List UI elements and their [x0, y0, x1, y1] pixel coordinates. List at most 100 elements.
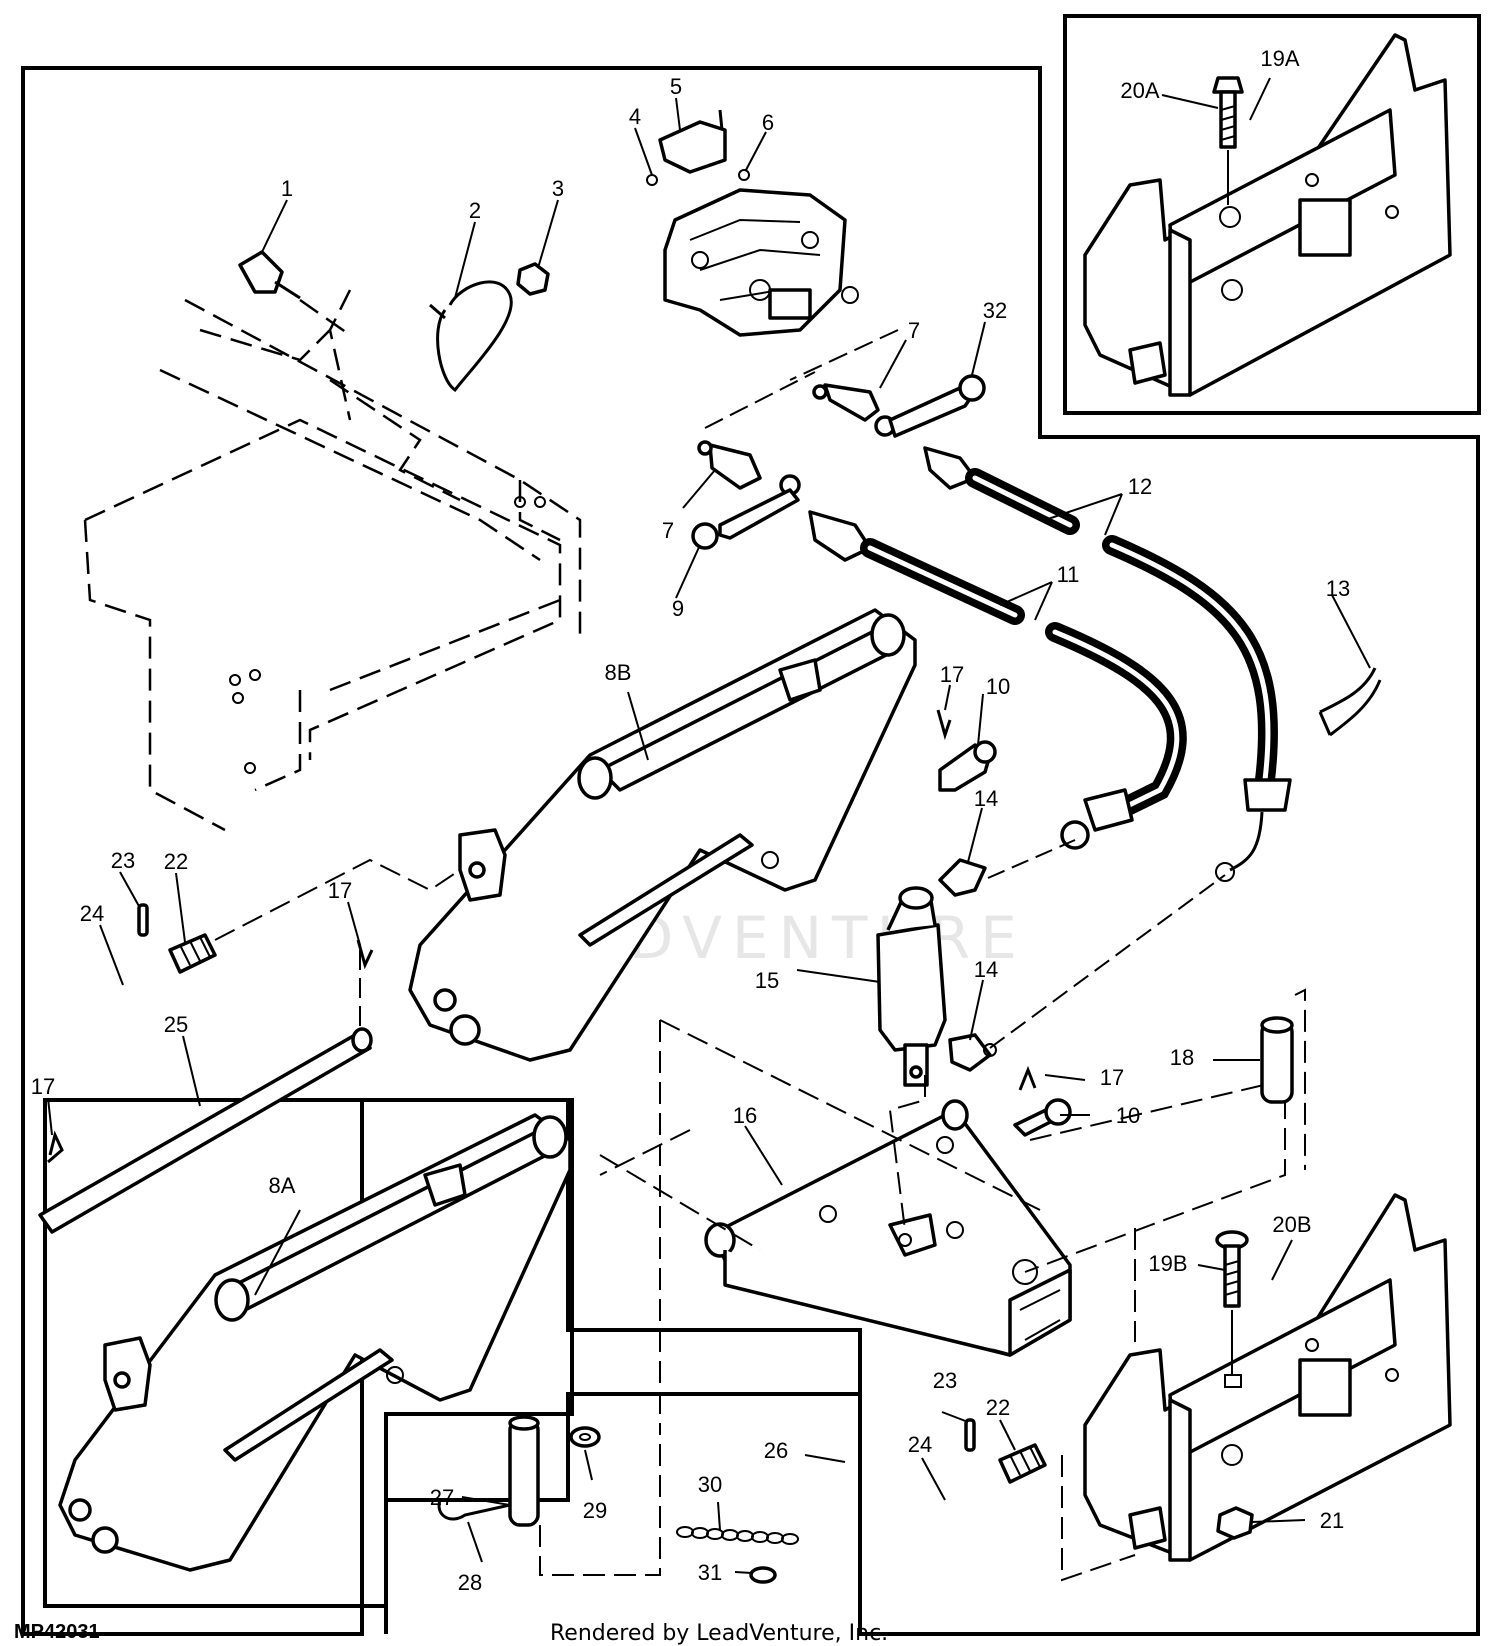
spring-part-22-left — [168, 933, 217, 974]
elbow-part-14-lower — [948, 1033, 997, 1072]
callout-3: 3 — [552, 176, 564, 201]
callout-8b: 8B — [605, 660, 632, 685]
fitting-part-7-lower — [697, 440, 762, 490]
leader-lines — [47, 77, 1371, 1574]
callout-14-lower: 14 — [974, 957, 998, 982]
spring-clip-part-2 — [429, 280, 513, 393]
callout-15: 15 — [755, 968, 779, 993]
callout-8a: 8A — [269, 1173, 296, 1198]
callout-labels: 1 2 3 4 5 6 7 7 8A 8B 9 10 10 11 12 13 1… — [31, 46, 1350, 1595]
clip-part-28 — [437, 1499, 511, 1521]
hose-part-12 — [923, 446, 1292, 882]
leader-valve-dash — [704, 329, 899, 429]
figure-id: MP42031 — [14, 1621, 100, 1643]
control-valve-assembly — [646, 109, 859, 337]
callout-20b: 20B — [1272, 1212, 1311, 1237]
callout-22-left: 22 — [164, 849, 188, 874]
credit-text: Rendered by LeadVenture, Inc. — [550, 1621, 888, 1646]
side-mount-19a — [1083, 33, 1452, 397]
fitting-part-7-upper — [812, 383, 880, 422]
callout-21: 21 — [1320, 1508, 1344, 1533]
dust-cap-part-9 — [691, 474, 801, 550]
callout-17-a: 17 — [940, 662, 964, 687]
callout-26: 26 — [764, 1438, 788, 1463]
pin-part-27 — [508, 1415, 540, 1527]
cylinder-part-15 — [876, 886, 947, 1087]
chain-part-30 — [676, 1526, 799, 1545]
pin-part-10-upper — [938, 740, 997, 792]
inset-26-dash — [539, 1020, 661, 1576]
callout-28: 28 — [458, 1570, 482, 1595]
hose-clamp-part-13 — [1318, 667, 1382, 737]
callout-17-b: 17 — [328, 878, 352, 903]
nut-part-3 — [516, 262, 550, 296]
clip-part-17-b — [356, 939, 374, 970]
bolt-part-19b — [1215, 1230, 1249, 1375]
callout-13: 13 — [1326, 576, 1350, 601]
tractor-frame-outline — [83, 289, 582, 832]
clip-part-17-c — [47, 1130, 64, 1164]
callout-14-upper: 14 — [974, 786, 998, 811]
callout-16: 16 — [733, 1103, 757, 1128]
bolt-part-1 — [238, 250, 351, 337]
dust-cap-part-32 — [874, 374, 986, 438]
callout-12: 12 — [1128, 474, 1152, 499]
callout-18: 18 — [1170, 1045, 1194, 1070]
clip-part-17-a — [936, 709, 952, 741]
callout-29: 29 — [583, 1498, 607, 1523]
handle-part-24-left — [94, 954, 163, 1063]
spring-part-22-right — [998, 1443, 1047, 1484]
callout-32: 32 — [983, 298, 1007, 323]
handle-part-24-right — [924, 1497, 993, 1608]
callout-5: 5 — [670, 74, 682, 99]
hose-part-11 — [808, 510, 1187, 850]
callout-10-lower: 10 — [1116, 1103, 1140, 1128]
front-mount-frame-8a — [58, 1113, 572, 1572]
callout-10-upper: 10 — [986, 674, 1010, 699]
main-frame-border — [21, 66, 1480, 1636]
callout-24-left: 24 — [80, 901, 104, 926]
callout-7-lower: 7 — [662, 518, 674, 543]
elbow-part-14-upper — [938, 858, 987, 897]
ring-part-31 — [749, 1566, 777, 1584]
sleeve-dash — [1294, 988, 1306, 1170]
callout-17-d: 17 — [1100, 1065, 1124, 1090]
callout-22-right: 22 — [986, 1395, 1010, 1420]
callout-4: 4 — [629, 104, 641, 129]
callout-19a: 19A — [1260, 46, 1299, 71]
callout-1: 1 — [281, 176, 293, 201]
left-dash-lines — [214, 858, 461, 941]
washer-part-29 — [569, 1426, 601, 1448]
clip-part-17-d — [1018, 1065, 1037, 1091]
sleeve-part-18 — [1260, 1016, 1294, 1104]
inset-19a-border — [1063, 14, 1481, 415]
callout-6: 6 — [762, 110, 774, 135]
callout-19b: 19B — [1148, 1251, 1187, 1276]
rod-part-25 — [38, 950, 373, 1234]
callout-27: 27 — [430, 1485, 454, 1510]
callout-24-right: 24 — [908, 1432, 932, 1457]
callout-2: 2 — [469, 198, 481, 223]
callout-30: 30 — [698, 1472, 722, 1497]
callout-7-upper: 7 — [908, 318, 920, 343]
pin-part-23-left — [137, 903, 149, 937]
pin-part-23-right — [964, 1418, 976, 1452]
pin-part-10-lower — [1013, 1098, 1072, 1137]
right-dash-lines — [1061, 1228, 1136, 1582]
front-mount-frame-8b — [408, 608, 917, 1062]
bolt-part-20a — [1212, 76, 1244, 205]
callout-11: 11 — [1057, 562, 1080, 587]
callout-23-right: 23 — [933, 1368, 957, 1393]
callout-31: 31 — [698, 1560, 722, 1585]
bracket-dash-lines — [599, 1019, 1286, 1273]
callout-9: 9 — [672, 596, 684, 621]
nut-part-21 — [1216, 1506, 1254, 1540]
callout-20a: 20A — [1120, 78, 1159, 103]
inset-26-border — [384, 1392, 862, 1634]
callout-25: 25 — [164, 1012, 188, 1037]
lower-bracket-part-16 — [704, 1099, 1072, 1357]
callout-23-left: 23 — [111, 848, 135, 873]
side-mount-20b — [1083, 1193, 1452, 1562]
hose-connection-lines — [987, 839, 1226, 1049]
